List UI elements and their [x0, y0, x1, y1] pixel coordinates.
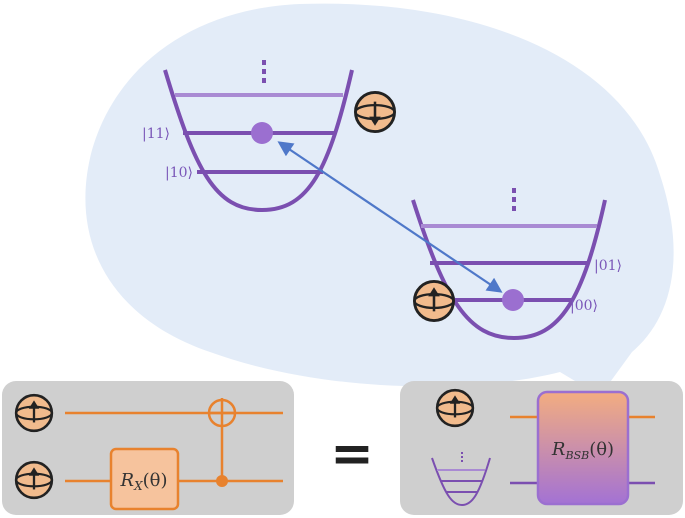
bsb-gate-label-sub: BSB	[564, 449, 589, 462]
bubble-background	[85, 3, 674, 396]
bottom-ion-dot	[502, 289, 524, 311]
bsb-gate-label-arg: (θ)	[589, 439, 614, 460]
svg-text:RX(θ): RX(θ)	[120, 470, 168, 493]
spin-down-sphere-icon	[354, 91, 396, 133]
rx-gate: RX(θ)	[109, 447, 180, 511]
rx-gate-label-main: R	[120, 470, 135, 491]
equals-sign: =	[330, 424, 374, 484]
mini-potential-well-icon	[431, 452, 491, 507]
right-qubit-sphere-icon	[435, 388, 475, 428]
top-ion-dot	[251, 122, 273, 144]
bsb-gate-label-main: R	[551, 439, 566, 460]
ket-00-label: |00⟩	[570, 298, 598, 314]
transition-arrow	[277, 141, 503, 293]
bsb-gate: RBSB(θ)	[536, 390, 630, 506]
rx-gate-label-sub: X	[133, 479, 143, 493]
ket-01-label: |01⟩	[594, 258, 622, 274]
qubit-bottom-sphere-icon	[14, 460, 54, 500]
svg-text:RBSB(θ): RBSB(θ)	[551, 439, 614, 462]
cnot-control-dot	[216, 475, 228, 487]
rx-gate-label-arg: (θ)	[143, 470, 168, 491]
cnot-gate	[207, 398, 237, 487]
bottom-ellipsis-dots	[512, 188, 516, 211]
ket-10-label: |10⟩	[165, 165, 193, 181]
top-ellipsis-dots	[262, 60, 266, 83]
qubit-top-sphere-icon	[14, 393, 54, 433]
ket-11-label: |11⟩	[142, 126, 170, 142]
spin-up-sphere-icon	[413, 280, 455, 322]
